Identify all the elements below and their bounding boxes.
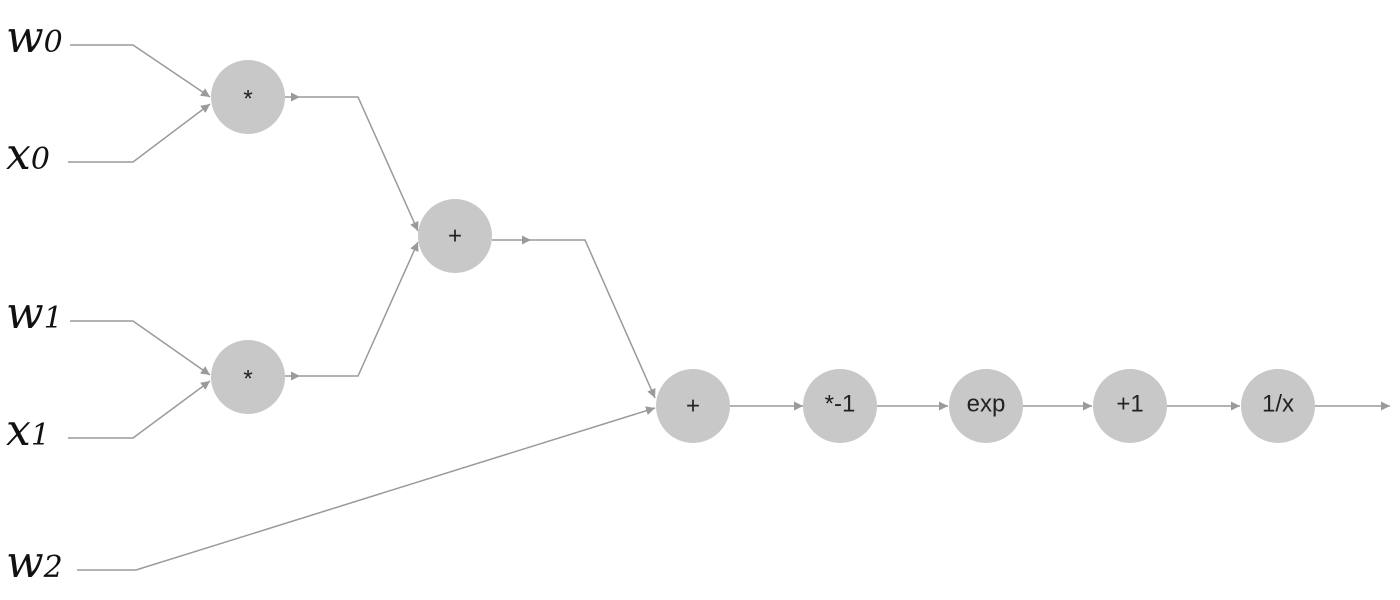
edge-add0-add1 bbox=[531, 239, 656, 399]
input-w1: w1 bbox=[6, 288, 63, 339]
node-add1: + bbox=[656, 369, 730, 443]
input-w2: w2 bbox=[6, 537, 63, 588]
input-w0: w0 bbox=[6, 12, 63, 63]
node-neg: *-1 bbox=[803, 369, 877, 443]
node-recip: 1/x bbox=[1241, 369, 1315, 443]
edge-w2-add1 bbox=[77, 406, 656, 571]
node-exp: exp bbox=[949, 369, 1023, 443]
node-label: exp bbox=[967, 391, 1006, 418]
node-add0: + bbox=[418, 199, 492, 273]
node-label: +1 bbox=[1116, 391, 1143, 418]
node-label: 1/x bbox=[1262, 391, 1294, 418]
edge-mul0-add0 bbox=[300, 96, 419, 232]
node-label: * bbox=[243, 86, 252, 113]
node-label: + bbox=[686, 393, 700, 420]
input-x1: x1 bbox=[6, 405, 50, 456]
edge-x0-mul0 bbox=[68, 103, 211, 163]
node-mul0: * bbox=[211, 60, 285, 134]
node-mul1: * bbox=[211, 340, 285, 414]
edge-mul1-add0 bbox=[300, 241, 419, 377]
edge-x1-mul1 bbox=[68, 380, 211, 439]
node-label: + bbox=[448, 223, 462, 250]
node-plus1: +1 bbox=[1093, 369, 1167, 443]
node-label: *-1 bbox=[825, 391, 856, 418]
input-x0: x0 bbox=[6, 129, 50, 180]
edge-w1-mul1 bbox=[70, 320, 211, 376]
node-label: * bbox=[243, 366, 252, 393]
edge-w0-mul0 bbox=[70, 44, 211, 98]
